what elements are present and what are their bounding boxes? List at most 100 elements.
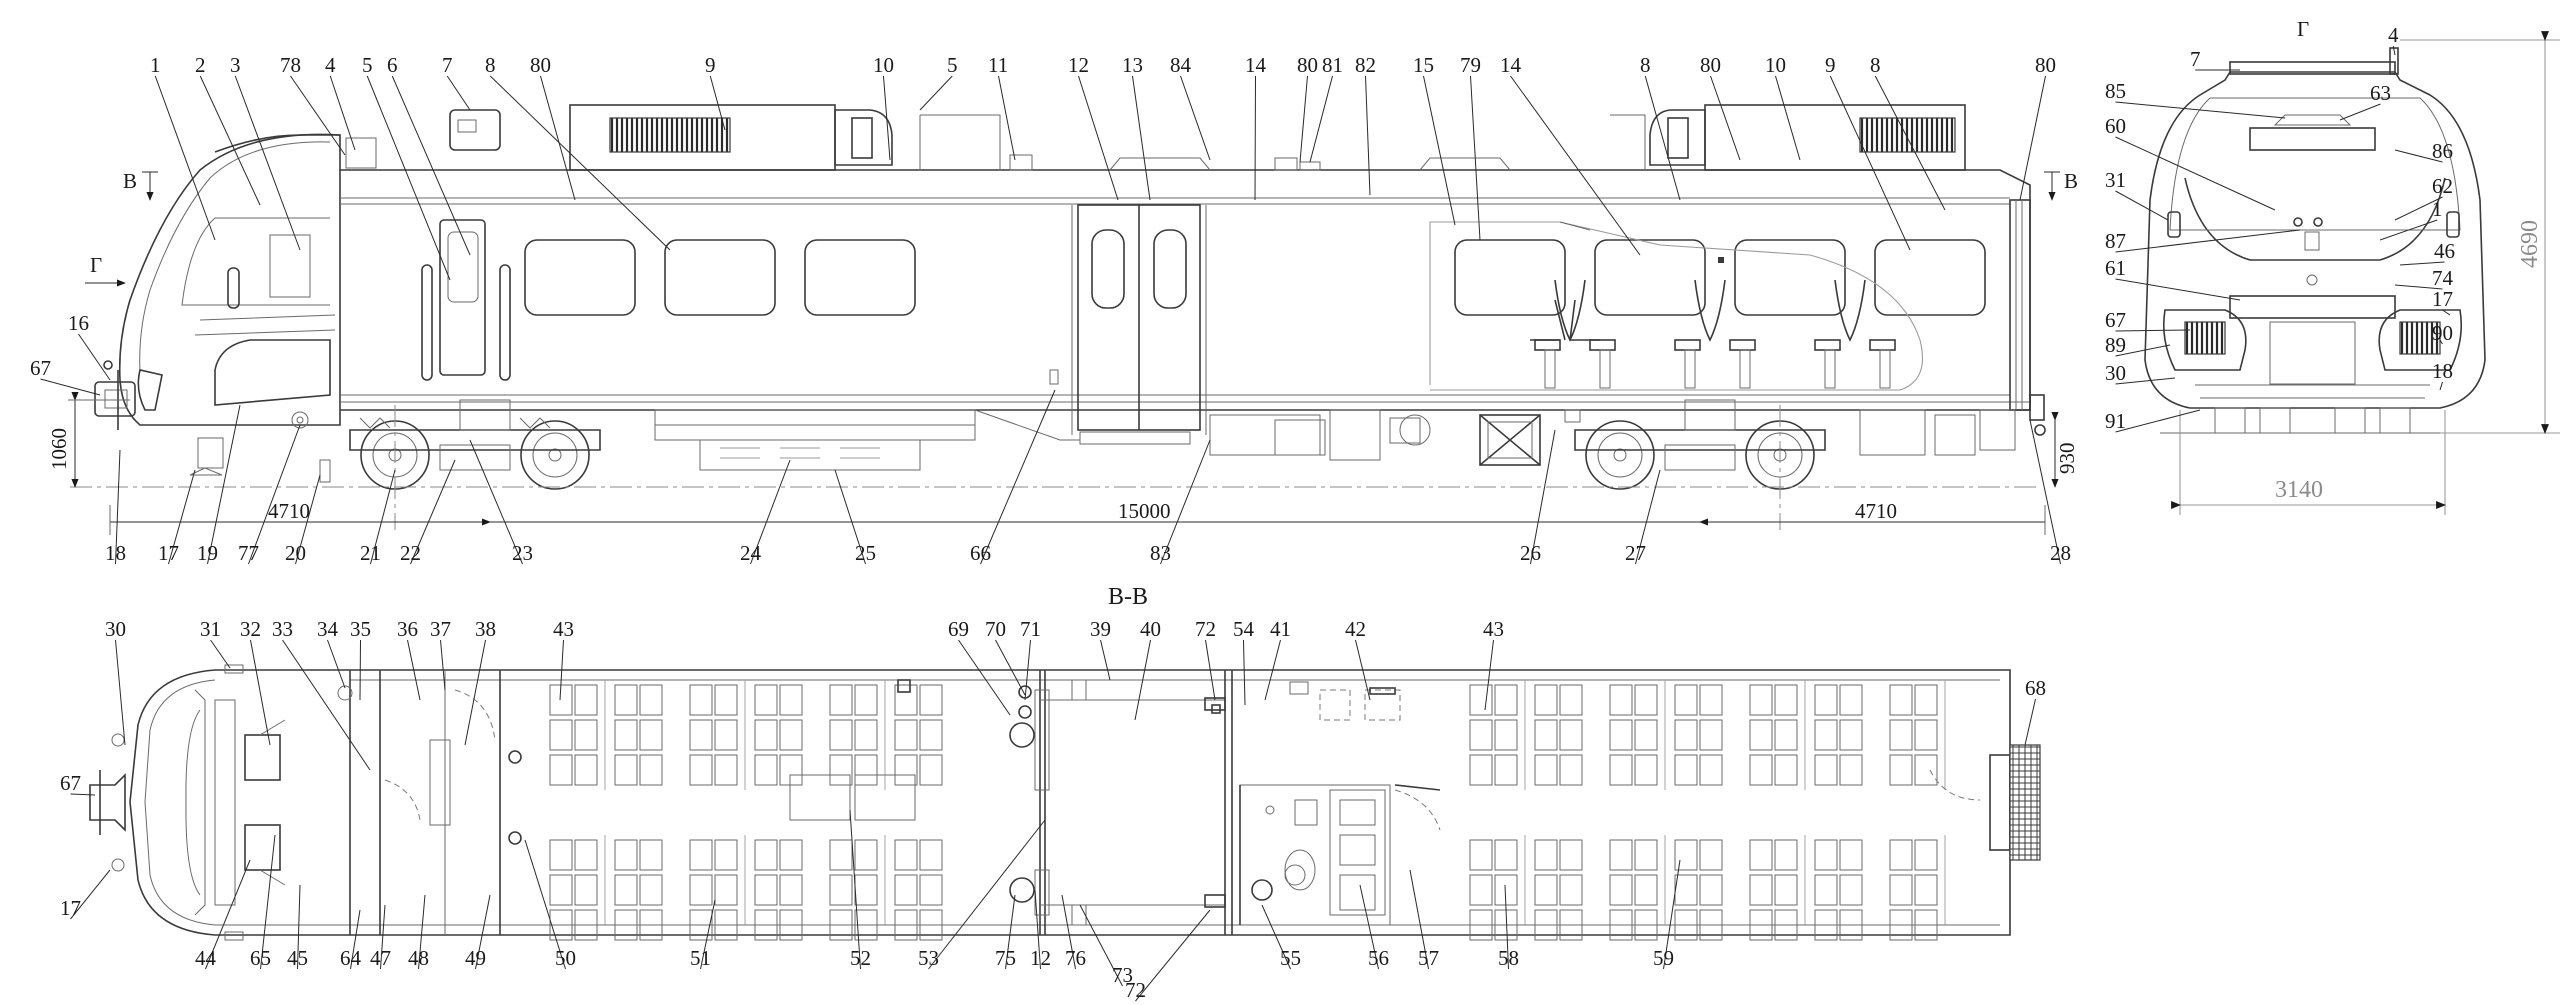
seat — [754, 719, 778, 751]
seat — [1534, 909, 1558, 941]
seat — [1889, 684, 1913, 716]
plan-callout: 72 — [1125, 978, 1146, 1002]
seat — [894, 909, 918, 941]
seat — [779, 839, 803, 871]
seat — [1609, 909, 1633, 941]
seat — [639, 839, 663, 871]
plan-callout: 49 — [465, 946, 486, 970]
seat — [1494, 684, 1518, 716]
seat — [1889, 874, 1913, 906]
seat — [689, 874, 713, 906]
seat — [614, 839, 638, 871]
seat — [1839, 754, 1863, 786]
side-callout: 78 — [280, 53, 301, 77]
plan-callout: 57 — [1418, 946, 1439, 970]
seat — [1914, 684, 1938, 716]
seat — [754, 754, 778, 786]
side-callout: 80 — [1297, 53, 1318, 77]
plan-callout: 42 — [1345, 617, 1366, 641]
side-callout: 8 — [1870, 53, 1881, 77]
seat — [1889, 719, 1913, 751]
front-callout: 46 — [2434, 239, 2455, 263]
seat — [614, 874, 638, 906]
plan-callout: 70 — [985, 617, 1006, 641]
plan-callout: 48 — [408, 946, 429, 970]
view-g-arrow: Г — [90, 253, 102, 277]
dimension-930: 930 — [2051, 411, 2079, 488]
dimension-1060: 1060 — [47, 391, 130, 488]
seat — [614, 909, 638, 941]
seat — [574, 754, 598, 786]
seat — [574, 719, 598, 751]
seat — [1749, 754, 1773, 786]
seat — [829, 719, 853, 751]
plan-callout: 17 — [60, 896, 81, 920]
seat — [1814, 874, 1838, 906]
dimension-3140: 3140 — [2171, 410, 2446, 515]
seat — [1774, 874, 1798, 906]
seat — [614, 754, 638, 786]
plan-callout: 52 — [850, 946, 871, 970]
seat — [1839, 909, 1863, 941]
plan-callout: 34 — [317, 617, 339, 641]
plan-callout: 75 — [995, 946, 1016, 970]
seat — [614, 684, 638, 716]
dimension-4690: 46 90 — [2400, 31, 2560, 434]
seat — [894, 684, 918, 716]
side-callout: 80 — [2035, 53, 2056, 77]
seat — [779, 754, 803, 786]
seat — [1609, 754, 1633, 786]
seat — [779, 874, 803, 906]
plan-callout: 65 — [250, 946, 271, 970]
seat — [714, 874, 738, 906]
seat — [1534, 839, 1558, 871]
plan-callout: 58 — [1498, 946, 1519, 970]
front-callout: 91 — [2105, 409, 2126, 433]
seat — [1699, 684, 1723, 716]
front-callout: 90 — [2432, 321, 2453, 345]
seat — [574, 874, 598, 906]
seat — [1559, 874, 1583, 906]
rear-end — [2009, 199, 2046, 436]
seat — [639, 874, 663, 906]
seat — [1674, 684, 1698, 716]
plan-callout: 40 — [1140, 617, 1161, 641]
side-callout: 14 — [1500, 53, 1522, 77]
seat — [714, 839, 738, 871]
plan-callout: 72 — [1195, 617, 1216, 641]
front-callout: 85 — [2105, 79, 2126, 103]
seat — [894, 839, 918, 871]
front-callout: 61 — [2105, 256, 2126, 280]
plan-callout: 36 — [397, 617, 418, 641]
seat — [779, 909, 803, 941]
seat — [829, 684, 853, 716]
side-callout: 20 — [285, 541, 306, 565]
seat — [1814, 684, 1838, 716]
front-callout: 86 — [2432, 139, 2453, 163]
side-callout: 2 — [195, 53, 206, 77]
side-callout: 66 — [970, 541, 991, 565]
seat — [1839, 719, 1863, 751]
seat — [574, 684, 598, 716]
dim-height-left: 1060 — [47, 428, 71, 470]
seat — [1814, 839, 1838, 871]
seat — [779, 719, 803, 751]
seat — [1749, 839, 1773, 871]
seat — [1749, 719, 1773, 751]
plan-callout: 32 — [240, 617, 261, 641]
seat — [1674, 719, 1698, 751]
seat — [1609, 684, 1633, 716]
side-callout: 81 — [1322, 53, 1343, 77]
seat — [1674, 754, 1698, 786]
seat — [1609, 874, 1633, 906]
seat — [1469, 874, 1493, 906]
side-callout: 67 — [30, 356, 51, 380]
seat — [1914, 909, 1938, 941]
seat — [1774, 719, 1798, 751]
front-callout: 30 — [2105, 361, 2126, 385]
plan-toilet — [1239, 681, 1441, 926]
seat — [1749, 909, 1773, 941]
seat — [1814, 754, 1838, 786]
side-callout: 27 — [1625, 541, 1646, 565]
